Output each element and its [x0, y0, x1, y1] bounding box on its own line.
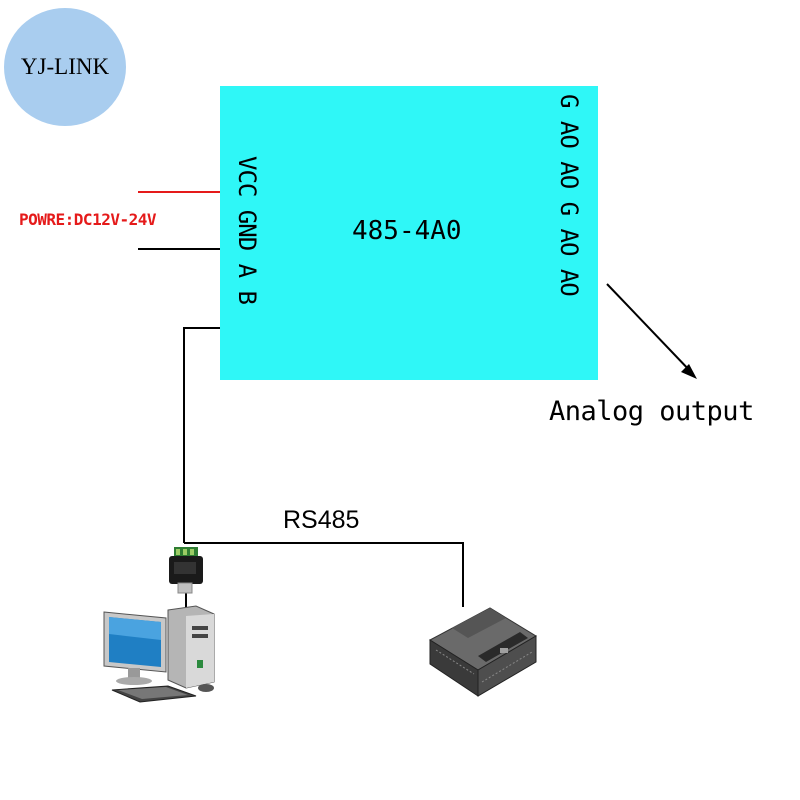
logo-badge: YJ-LINK	[4, 8, 126, 126]
power-label: POWRE:DC12V-24V	[19, 210, 157, 229]
rs485-ab-wire	[183, 327, 220, 543]
module-485-4ao	[220, 86, 598, 380]
logo-text: YJ-LINK	[20, 54, 110, 79]
usb-converter-icon	[169, 547, 203, 594]
module-name: 485-4A0	[352, 216, 462, 246]
left-pin-labels: VCC GND A B	[233, 156, 261, 304]
rs485-bus-wire	[184, 542, 464, 607]
analog-output-label: Analog output	[549, 396, 754, 427]
right-pin-labels: G AO AO G AO AO	[555, 94, 583, 296]
plc-icon	[429, 607, 537, 697]
computer-icon	[103, 605, 215, 703]
rs485-label: RS485	[283, 506, 360, 534]
arrow-icon	[606, 283, 697, 379]
